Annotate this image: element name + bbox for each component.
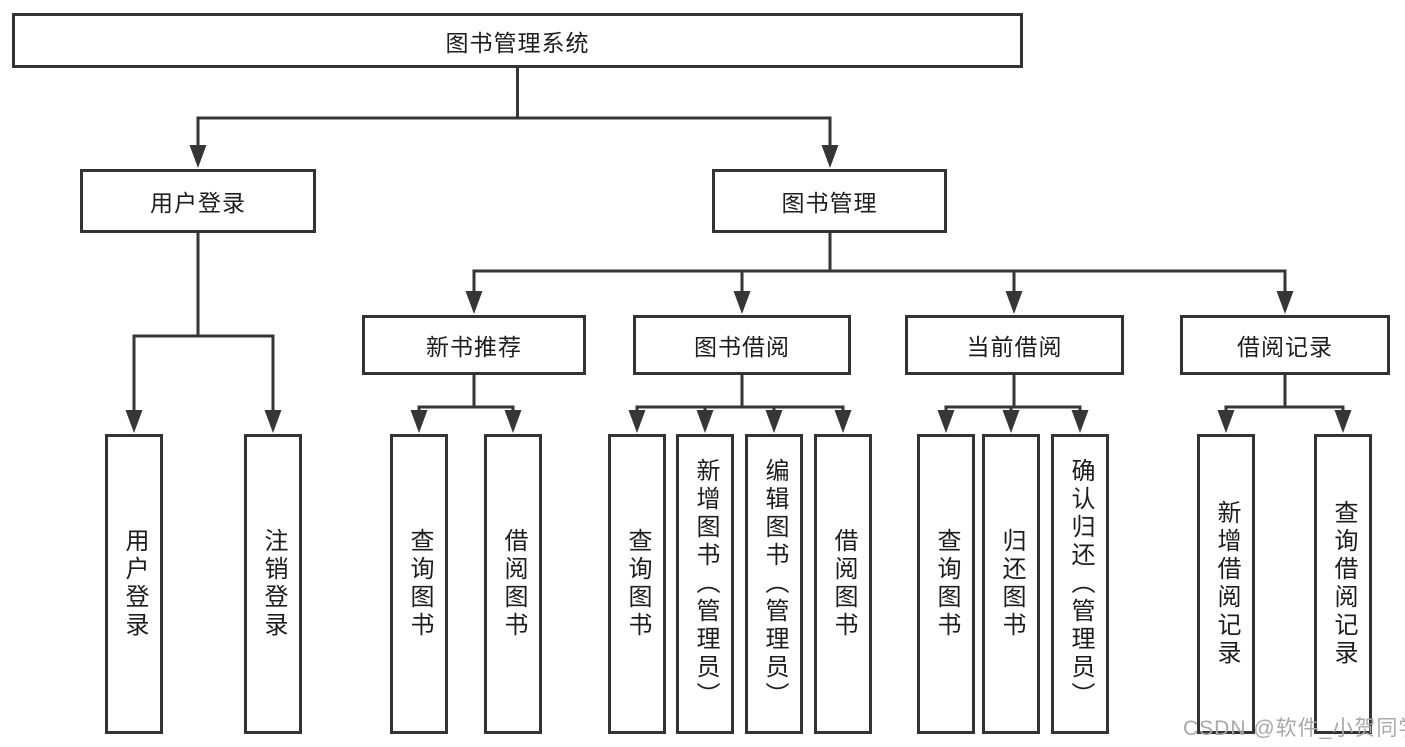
arrowhead (465, 291, 483, 314)
node-label: 查询图书 (624, 528, 651, 640)
node-label: 确认归还（管理员） (1067, 458, 1094, 710)
arrowhead (410, 410, 428, 433)
node-label: 查询借阅记录 (1330, 500, 1357, 668)
node-label: 图书借阅 (694, 334, 790, 360)
arrowhead (264, 410, 282, 433)
node-label: 新增图书（管理员） (692, 458, 719, 710)
leaf-return-books: 归还图书 (982, 434, 1040, 734)
leaf-edit-books-admin: 编辑图书（管理员） (745, 434, 803, 734)
connector-root-to-level2 (189, 66, 839, 168)
node-label: 图书管理 (781, 190, 878, 216)
node-label: 用户登录 (150, 190, 246, 216)
arrowhead (189, 145, 207, 168)
arrowhead (937, 410, 955, 433)
node-label: 注销登录 (260, 528, 287, 640)
node-new-book-recommendation: 新书推荐 (362, 315, 586, 375)
node-label: 新增借阅记录 (1213, 500, 1240, 668)
node-current-borrowing: 当前借阅 (905, 315, 1124, 375)
connector-borrowing-records-children (1217, 373, 1352, 433)
arrowhead (628, 410, 646, 433)
arrowhead (834, 410, 852, 433)
connector-new-book-recommendation-children (410, 373, 522, 433)
arrowhead (696, 410, 714, 433)
arrowhead (1002, 410, 1020, 433)
leaf-add-borrow-record: 新增借阅记录 (1197, 434, 1255, 734)
node-label: 查询图书 (406, 528, 433, 640)
arrowhead (1005, 291, 1023, 314)
arrowhead (1276, 291, 1294, 314)
node-label: 归还图书 (998, 528, 1025, 640)
arrowhead (765, 410, 783, 433)
node-label: 借阅记录 (1237, 334, 1333, 360)
node-label: 当前借阅 (966, 334, 1063, 360)
arrowhead (1334, 410, 1352, 433)
leaf-query-books-recommendation: 查询图书 (390, 434, 448, 734)
node-book-management: 图书管理 (712, 169, 947, 233)
node-label: 新书推荐 (426, 334, 522, 360)
node-label: 编辑图书（管理员） (761, 458, 788, 710)
leaf-query-books-current: 查询图书 (917, 434, 975, 734)
connector-book-management-children (465, 231, 1294, 314)
leaf-query-borrow-record: 查询借阅记录 (1314, 434, 1372, 734)
node-label: 借阅图书 (500, 528, 527, 640)
leaf-add-books-admin: 新增图书（管理员） (676, 434, 734, 734)
leaf-query-books-borrowing: 查询图书 (608, 434, 666, 734)
arrowhead (504, 410, 522, 433)
node-label: 用户登录 (121, 528, 148, 640)
node-label: 借阅图书 (830, 528, 857, 640)
connector-book-borrowing-children (628, 373, 852, 433)
node-library-management-system: 图书管理系统 (12, 13, 1023, 68)
leaf-borrow-books: 借阅图书 (814, 434, 872, 734)
arrowhead (1217, 410, 1235, 433)
arrowhead (821, 145, 839, 168)
node-label: 查询图书 (933, 528, 960, 640)
leaf-borrow-books-recommendation: 借阅图书 (484, 434, 542, 734)
connector-user-login-children (125, 231, 282, 433)
csdn-watermark: CSDN @软件_小贺同学 (1183, 717, 1405, 740)
connector-current-borrowing-children (937, 373, 1089, 433)
leaf-logout: 注销登录 (244, 434, 302, 734)
node-user-login: 用户登录 (80, 169, 316, 233)
leaf-confirm-return-admin: 确认归还（管理员） (1051, 434, 1109, 734)
arrowhead (1071, 410, 1089, 433)
arrowhead (125, 410, 143, 433)
leaf-user-login: 用户登录 (105, 434, 163, 734)
node-borrowing-records: 借阅记录 (1180, 315, 1390, 375)
arrowhead (733, 291, 751, 314)
node-book-borrowing: 图书借阅 (633, 315, 851, 375)
node-label: 图书管理系统 (445, 29, 590, 56)
